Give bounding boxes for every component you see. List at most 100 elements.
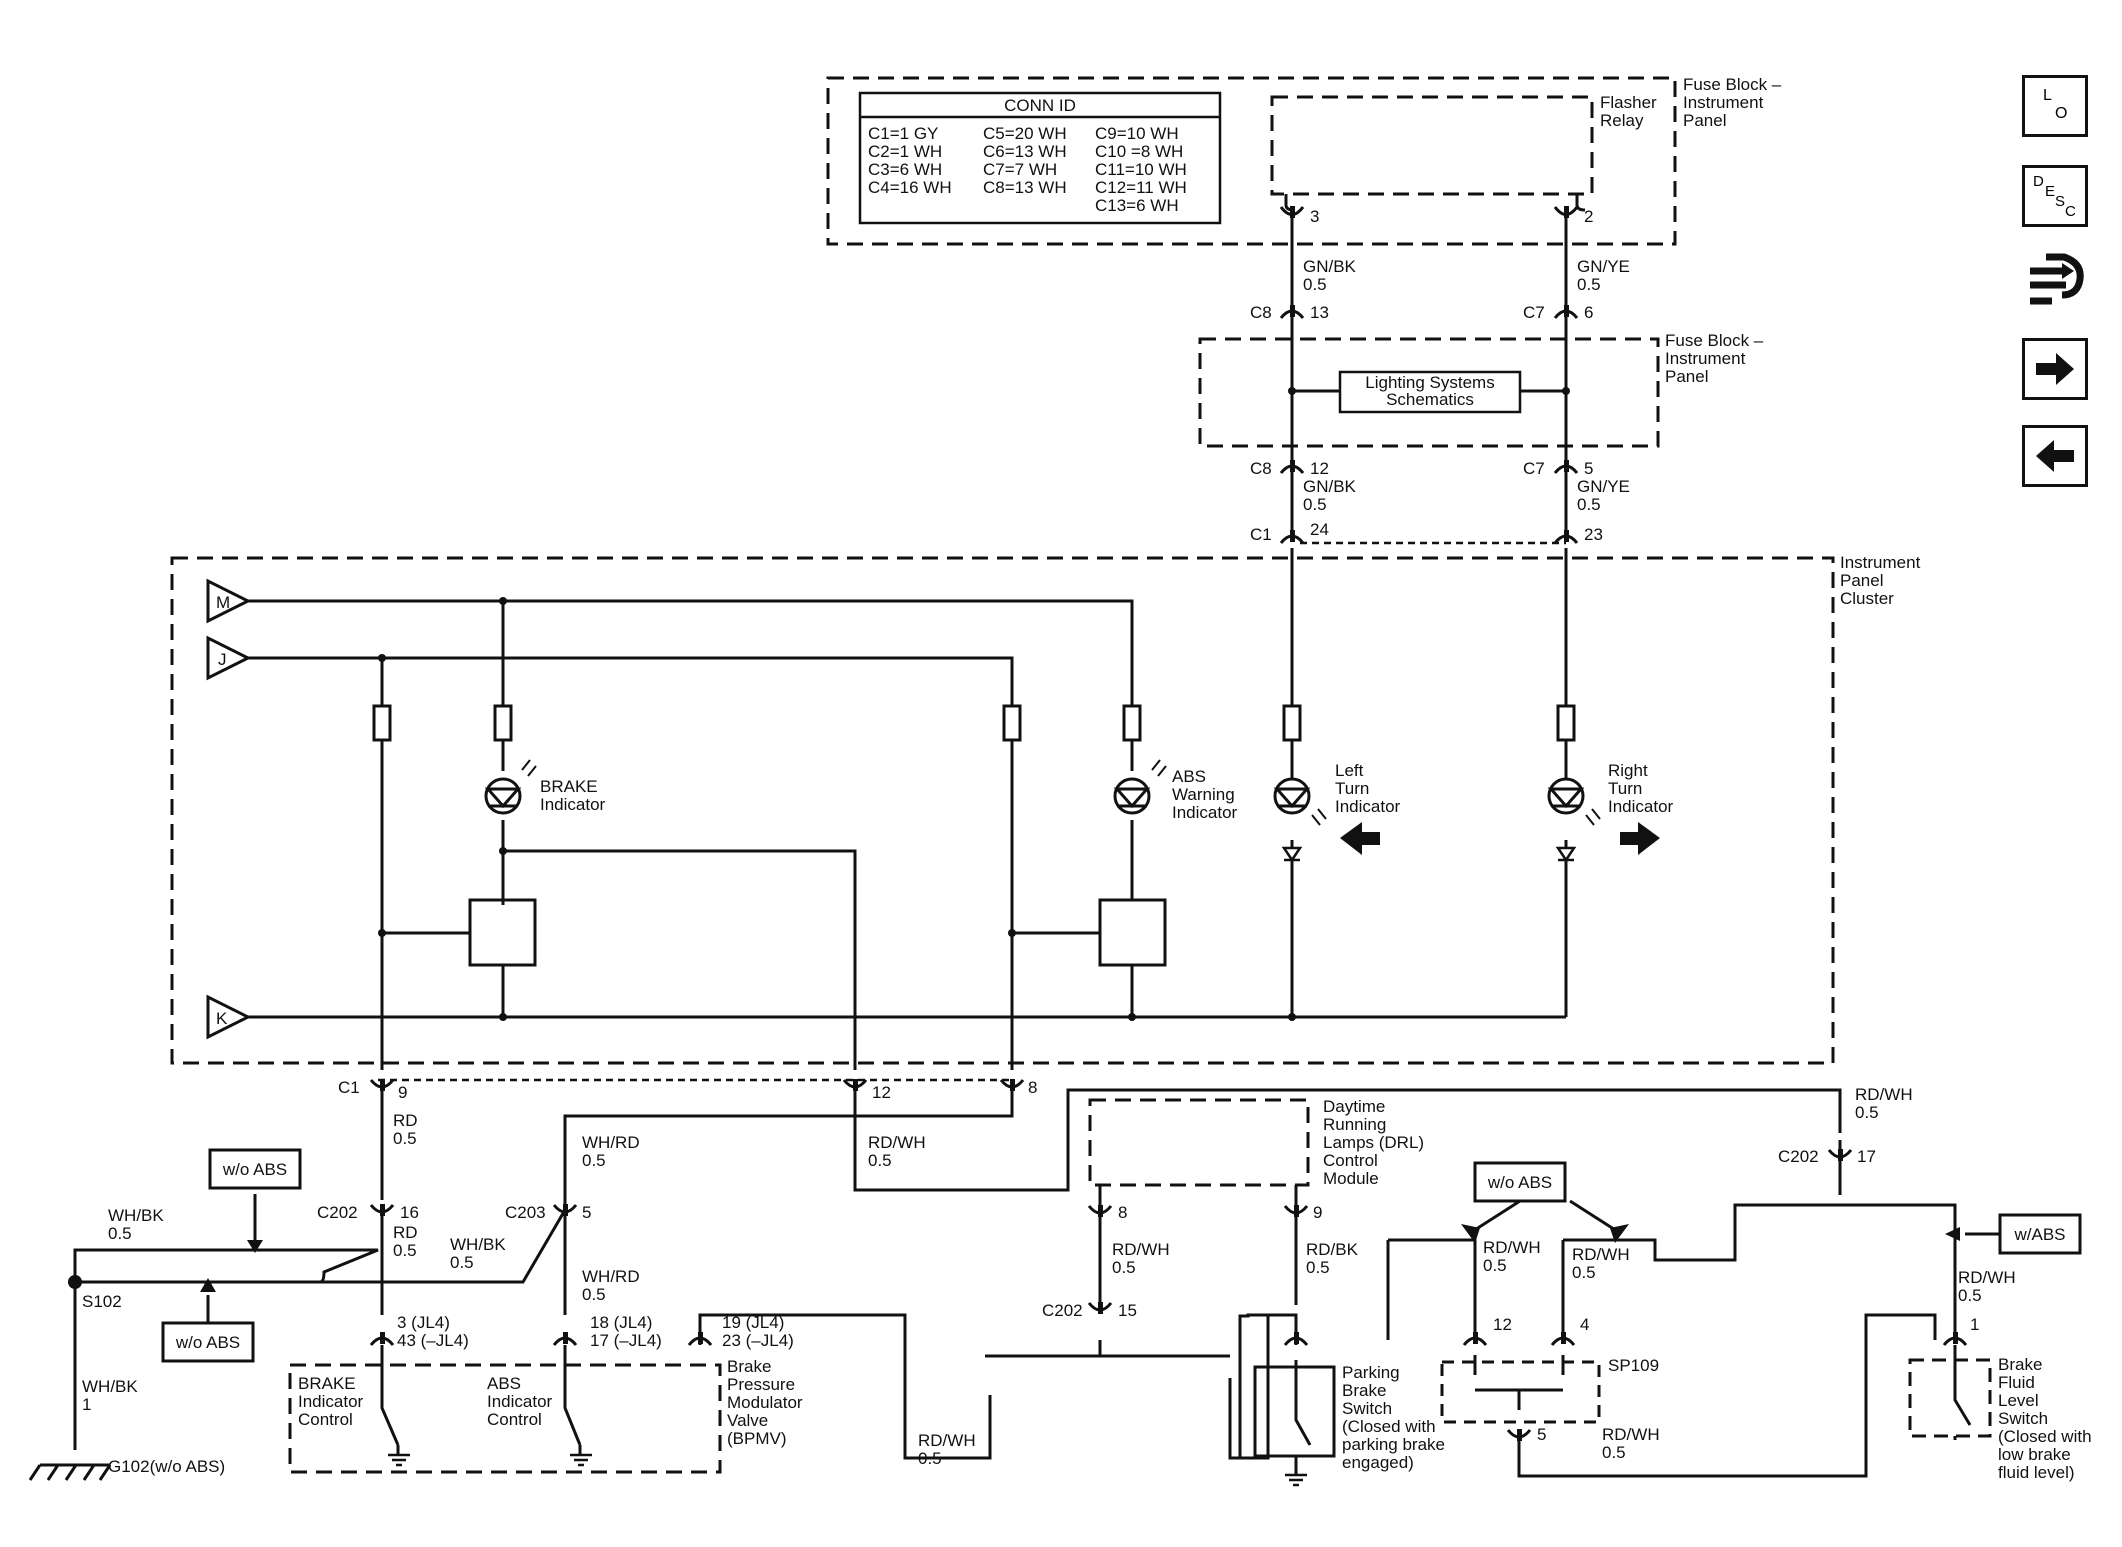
svg-text:0.5: 0.5 (868, 1151, 892, 1170)
svg-text:RD/WH: RD/WH (1958, 1268, 2016, 1287)
svg-text:Indicator: Indicator (487, 1392, 553, 1411)
svg-text:RD/WH: RD/WH (1112, 1240, 1170, 1259)
conn-id-col2: C5=20 WH C6=13 WH C7=7 WH C8=13 WH (983, 124, 1067, 197)
previous-button[interactable] (2022, 425, 2088, 487)
pin-sp-5: 5 (1537, 1425, 1546, 1444)
left-turn-label: Left Turn Indicator (1335, 761, 1401, 816)
svg-text:Instrument: Instrument (1683, 93, 1764, 112)
lo-button[interactable]: L O (2022, 75, 2088, 137)
svg-text:0.5: 0.5 (1855, 1103, 1879, 1122)
svg-text:Turn: Turn (1335, 779, 1369, 798)
svg-text:RD/WH: RD/WH (868, 1133, 926, 1152)
svg-text:(Closed with: (Closed with (1342, 1417, 1436, 1436)
conn-c1-lower: C1 (338, 1078, 360, 1097)
conn-c202-b: C202 (1042, 1301, 1083, 1320)
svg-text:Modulator: Modulator (727, 1393, 803, 1412)
w-abs-label: w/ABS (2013, 1225, 2065, 1244)
svg-text:Relay: Relay (1600, 111, 1644, 130)
svg-text:0.5: 0.5 (450, 1253, 474, 1272)
wire-gnbk-lower: GN/BK0.5 (1303, 477, 1357, 514)
pin-drl-9: 9 (1313, 1203, 1322, 1222)
svg-text:RD/WH: RD/WH (1572, 1245, 1630, 1264)
svg-text:parking brake: parking brake (1342, 1435, 1445, 1454)
conn-c202-a: C202 (317, 1203, 358, 1222)
wo-abs-box-left-top (208, 1148, 302, 1190)
svg-text:O: O (2055, 105, 2067, 122)
svg-text:GN/BK: GN/BK (1303, 477, 1357, 496)
svg-text:0.5: 0.5 (393, 1129, 417, 1148)
ipc-outline (170, 556, 1835, 1065)
pin-c8-12: 12 (1310, 459, 1329, 478)
brake-led-icon (484, 777, 522, 815)
fuse-block-mid-outline (1198, 337, 1660, 448)
svg-text:C5=20 WH: C5=20 WH (983, 124, 1067, 143)
svg-text:low brake: low brake (1998, 1445, 2071, 1464)
svg-text:RD/WH: RD/WH (1483, 1238, 1541, 1257)
svg-text:Running: Running (1323, 1115, 1386, 1134)
wire-gnye-lower: GN/YE0.5 (1577, 477, 1630, 514)
pin-c1-12: 12 (872, 1083, 891, 1102)
abs-led-icon (1113, 777, 1151, 815)
arrow-left-icon (2036, 440, 2074, 472)
svg-text:ABS: ABS (487, 1374, 521, 1393)
abs-warning-label: ABS Warning Indicator (1172, 767, 1238, 822)
svg-text:L: L (2043, 87, 2052, 104)
svg-text:23 (–JL4): 23 (–JL4) (722, 1331, 794, 1350)
resistor-icon (1002, 704, 1022, 742)
svg-text:Warning: Warning (1172, 785, 1235, 804)
wire-rdwh-drl: RD/WH0.5 (1112, 1240, 1170, 1277)
svg-text:D: D (2033, 173, 2044, 190)
flowchart-button[interactable] (2022, 245, 2088, 317)
svg-text:C1=1 GY: C1=1 GY (868, 124, 938, 143)
svg-text:C: C (2065, 203, 2076, 220)
desc-button[interactable]: D E S C (2022, 165, 2088, 227)
svg-text:C9=10 WH: C9=10 WH (1095, 124, 1179, 143)
bus-j-label: J (218, 650, 227, 669)
svg-text:Pressure: Pressure (727, 1375, 795, 1394)
right-turn-led-icon (1547, 777, 1585, 815)
wire-rdwh-sp-left: RD/WH0.5 (1483, 1238, 1541, 1275)
svg-text:0.5: 0.5 (1577, 275, 1601, 294)
conn-c8-lower: C8 (1250, 459, 1272, 478)
svg-text:Fluid: Fluid (1998, 1373, 2035, 1392)
sp109-label: SP109 (1608, 1356, 1659, 1375)
left-turn-led-icon (1273, 777, 1311, 815)
wire-gnbk-upper: GN/BK0.5 (1303, 257, 1357, 294)
fuse-block-mid-label: Fuse Block – Instrument Panel (1665, 331, 1764, 386)
pin-relay-3: 3 (1310, 207, 1319, 226)
w-abs-box (1998, 1213, 2082, 1255)
arrow-right-icon (2036, 353, 2074, 385)
svg-text:C11=10 WH: C11=10 WH (1095, 160, 1187, 179)
conn-id-col1: C1=1 GY C2=1 WH C3=6 WH C4=16 WH (868, 124, 952, 197)
pin-c202-15: 15 (1118, 1301, 1137, 1320)
svg-text:Brake: Brake (727, 1357, 771, 1376)
svg-text:WH/BK: WH/BK (108, 1206, 164, 1225)
svg-text:C13=6 WH: C13=6 WH (1095, 196, 1179, 215)
drl-module-outline (1088, 1098, 1310, 1187)
resistor-icon (1282, 704, 1302, 742)
bus-m-label: M (216, 593, 230, 612)
svg-text:Control: Control (1323, 1151, 1378, 1170)
s102-label: S102 (82, 1292, 122, 1311)
svg-text:C4=16 WH: C4=16 WH (868, 178, 952, 197)
svg-text:S: S (2055, 193, 2065, 210)
svg-text:C12=11 WH: C12=11 WH (1095, 178, 1187, 197)
brake-fluid-switch-label: Brake Fluid Level Switch (Closed with lo… (1998, 1355, 2092, 1482)
wire-whbk-mid: WH/BK0.5 (450, 1235, 506, 1272)
svg-text:0.5: 0.5 (1958, 1286, 1982, 1305)
drl-module-label: Daytime Running Lamps (DRL) Control Modu… (1323, 1097, 1424, 1188)
next-button[interactable] (2022, 338, 2088, 400)
fuse-block-top-outline (826, 76, 1677, 246)
pin-c8-13: 13 (1310, 303, 1329, 322)
svg-text:0.5: 0.5 (108, 1224, 132, 1243)
svg-text:Fuse Block –: Fuse Block – (1683, 75, 1782, 94)
wire-rd-upper: RD0.5 (393, 1111, 418, 1148)
brake-control-box (468, 898, 537, 967)
pin-c202-16: 16 (400, 1203, 419, 1222)
svg-text:C7=7 WH: C7=7 WH (983, 160, 1057, 179)
svg-text:Indicator: Indicator (1335, 797, 1401, 816)
bus-m-connector (206, 578, 252, 624)
svg-text:Valve: Valve (727, 1411, 768, 1430)
svg-text:C10 =8 WH: C10 =8 WH (1095, 142, 1183, 161)
